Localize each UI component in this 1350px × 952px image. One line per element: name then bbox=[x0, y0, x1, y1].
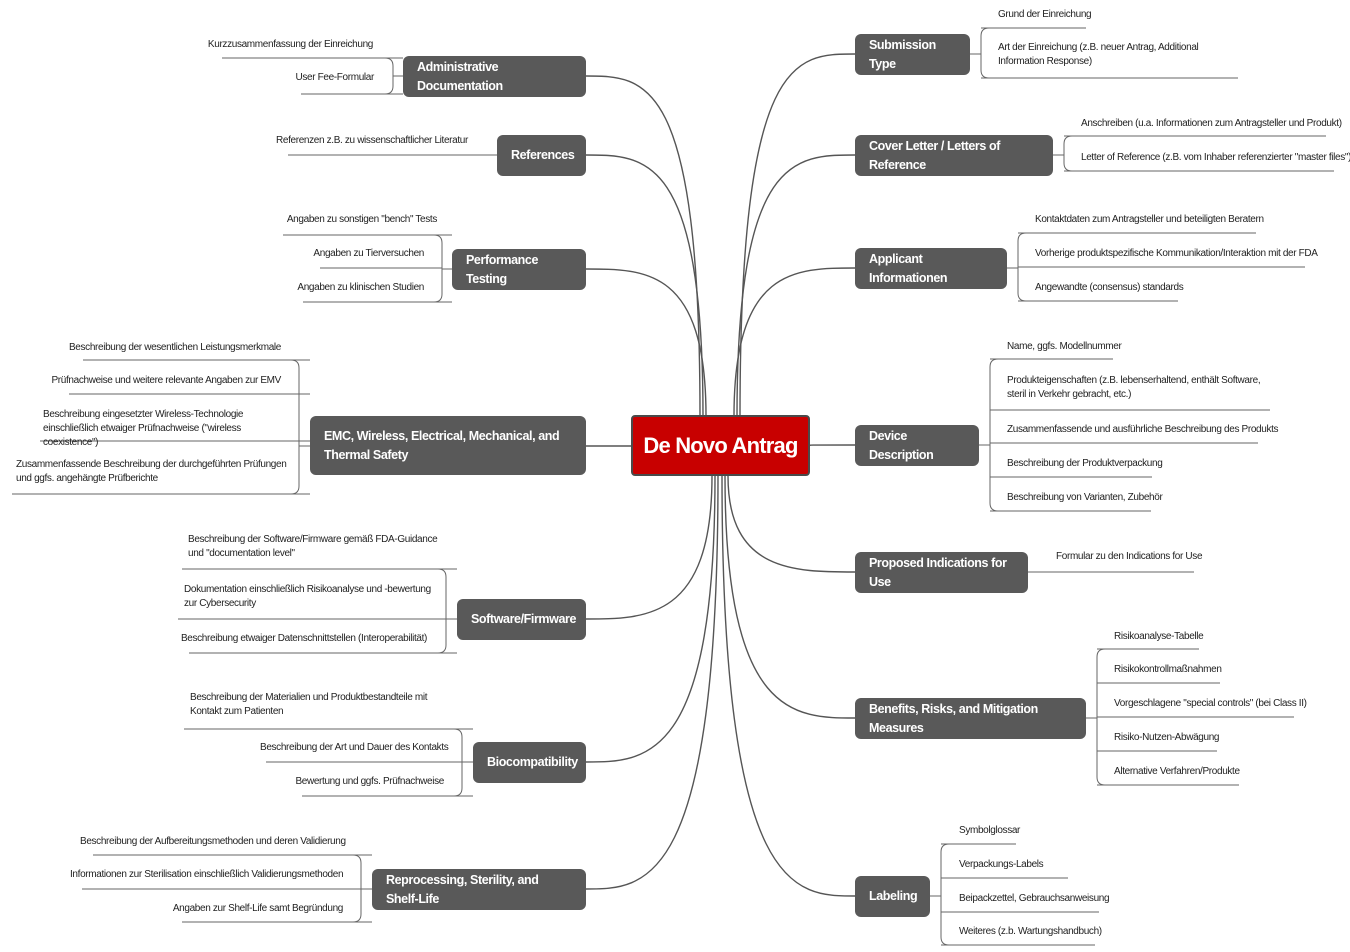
topic-proposed-indications[interactable]: Proposed Indications for Use bbox=[855, 552, 1028, 593]
leaf-aufbereitungsmethoden: Beschreibung der Aufbereitungsmethoden u… bbox=[80, 836, 346, 847]
topic-applicant-informationen[interactable]: Applicant Informationen bbox=[855, 248, 1007, 289]
connector-left-4 bbox=[585, 475, 713, 620]
leaf-pruefberichte: Zusammenfassende Beschreibung der durchg… bbox=[16, 459, 287, 484]
leaf-consensus-standards: Angewandte (consensus) standards bbox=[1035, 282, 1184, 293]
leaf-art-der-einreichung: Art der Einreichung (z.B. neuer Antrag, … bbox=[998, 42, 1199, 67]
leaf-bracket-l0 bbox=[384, 57, 394, 95]
connector-right-0 bbox=[739, 53, 856, 417]
leaf-zusammenfassende-beschreibung: Zusammenfassende und ausführliche Beschr… bbox=[1007, 424, 1279, 435]
topic-emc-wireless-safety[interactable]: EMC, Wireless, Electrical, Mechanical, a… bbox=[310, 416, 586, 475]
topic-cover-letter[interactable]: Cover Letter / Letters of Reference bbox=[855, 135, 1053, 176]
leaf-risiko-nutzen: Risiko-Nutzen-Abwägung bbox=[1114, 732, 1220, 743]
leaf-bench-tests: Angaben zu sonstigen "bench" Tests bbox=[286, 214, 437, 225]
leaf-indications-formular: Formular zu den Indications for Use bbox=[1056, 551, 1203, 562]
leaf-risikokontrollmassnahmen: Risikokontrollmaßnahmen bbox=[1114, 664, 1222, 675]
root-node[interactable]: De Novo Antrag bbox=[631, 415, 810, 476]
leaf-referenzen: Referenzen z.B. zu wissenschaftlicher Li… bbox=[276, 135, 468, 146]
leaf-bracket-r6 bbox=[940, 843, 950, 946]
leaf-shelf-life: Angaben zur Shelf-Life samt Begründung bbox=[172, 903, 344, 914]
leaf-sterilisation: Informationen zur Sterilisation einschli… bbox=[70, 869, 344, 880]
leaf-leistungsmerkmale: Beschreibung der wesentlichen Leistungsm… bbox=[68, 342, 281, 353]
leaf-materialien: Beschreibung der Materialien und Produkt… bbox=[190, 692, 428, 717]
connector-right-1 bbox=[736, 154, 856, 417]
leaf-emv: Prüfnachweise und weitere relevante Anga… bbox=[51, 375, 281, 386]
topic-software-firmware[interactable]: Software/Firmware bbox=[457, 599, 586, 640]
leaf-kurzzusammenfassung: Kurzzusammenfassung der Einreichung bbox=[207, 39, 373, 50]
connector-right-5 bbox=[724, 475, 856, 719]
leaf-bracket-r5 bbox=[1096, 648, 1106, 786]
leaf-bewertung: Bewertung und ggfs. Prüfnachweise bbox=[295, 776, 444, 787]
leaf-bracket-l4 bbox=[437, 568, 447, 654]
leaf-bracket-r1 bbox=[1063, 135, 1073, 172]
leaf-tierversuche: Angaben zu Tierversuchen bbox=[313, 248, 424, 259]
leaf-wartungshandbuch: Weiteres (z.b. Wartungshandbuch) bbox=[959, 926, 1102, 937]
leaf-name-modellnummer: Name, ggfs. Modellnummer bbox=[1007, 341, 1122, 352]
leaf-risikoanalyse-tabelle: Risikoanalyse-Tabelle bbox=[1114, 631, 1204, 642]
leaf-art-dauer-kontakt: Beschreibung der Art und Dauer des Konta… bbox=[260, 742, 449, 753]
leaf-vorherige-kommunikation: Vorherige produktspezifische Kommunikati… bbox=[1035, 248, 1318, 259]
leaf-bracket-r3 bbox=[989, 358, 999, 512]
leaf-produktverpackung: Beschreibung der Produktverpackung bbox=[1007, 458, 1163, 469]
connector-left-0 bbox=[585, 75, 701, 417]
leaf-letter-of-reference: Letter of Reference (z.B. vom Inhaber re… bbox=[1081, 152, 1350, 163]
leaf-kontaktdaten: Kontaktdaten zum Antragsteller und betei… bbox=[1035, 214, 1264, 225]
connector-right-3 bbox=[807, 444, 856, 447]
leaf-bracket-l3 bbox=[290, 359, 300, 495]
connector-right-4 bbox=[727, 475, 856, 573]
leaf-cybersecurity: Dokumentation einschließlich Risikoanaly… bbox=[184, 584, 431, 609]
topic-submission-type[interactable]: Submission Type bbox=[855, 34, 970, 75]
leaf-anschreiben: Anschreiben (u.a. Informationen zum Antr… bbox=[1081, 118, 1342, 129]
leaf-wireless-technologie: Beschreibung eingesetzter Wireless-Techn… bbox=[43, 409, 244, 448]
topic-administrative-documentation[interactable]: Administrative Documentation bbox=[403, 56, 586, 97]
leaf-bracket-r0 bbox=[980, 27, 990, 79]
connector-left-1 bbox=[585, 154, 704, 417]
topic-benefits-risks[interactable]: Benefits, Risks, and Mitigation Measures bbox=[855, 698, 1086, 739]
topic-performance-testing[interactable]: Performance Testing bbox=[452, 249, 586, 290]
leaf-special-controls: Vorgeschlagene "special controls" (bei C… bbox=[1114, 698, 1307, 709]
connector-left-6 bbox=[585, 475, 719, 890]
topic-device-description[interactable]: Device Description bbox=[855, 425, 979, 466]
topic-references[interactable]: References bbox=[497, 135, 586, 176]
connector-right-2 bbox=[733, 267, 856, 417]
leaf-beipackzettel: Beipackzettel, Gebrauchsanweisung bbox=[959, 893, 1110, 904]
leaf-produkteigenschaften: Produkteigenschaften (z.B. lebenserhalte… bbox=[1007, 375, 1261, 400]
leaf-software-beschreibung: Beschreibung der Software/Firmware gemäß… bbox=[188, 534, 438, 559]
connector-right-6 bbox=[721, 475, 856, 897]
topic-biocompatibility[interactable]: Biocompatibility bbox=[473, 742, 586, 783]
leaf-klinische-studien: Angaben zu klinischen Studien bbox=[297, 282, 424, 293]
connector-left-5 bbox=[585, 475, 716, 763]
leaf-datenschnittstellen: Beschreibung etwaiger Datenschnittstelle… bbox=[180, 633, 427, 644]
leaf-user-fee-formular: User Fee-Formular bbox=[295, 72, 374, 83]
leaf-symbolglossar: Symbolglossar bbox=[959, 825, 1021, 836]
topic-labeling[interactable]: Labeling bbox=[855, 876, 930, 917]
topic-reprocessing-sterility-shelf-life[interactable]: Reprocessing, Sterility, and Shelf-Life bbox=[372, 869, 586, 910]
leaf-alternative-verfahren: Alternative Verfahren/Produkte bbox=[1114, 766, 1240, 777]
connector-left-2 bbox=[585, 268, 707, 417]
leaf-verpackungs-labels: Verpackungs-Labels bbox=[959, 859, 1044, 870]
leaf-varianten-zubehoer: Beschreibung von Varianten, Zubehör bbox=[1007, 492, 1163, 503]
leaf-bracket-r2 bbox=[1017, 232, 1027, 302]
leaf-grund-der-einreichung: Grund der Einreichung bbox=[998, 9, 1092, 20]
